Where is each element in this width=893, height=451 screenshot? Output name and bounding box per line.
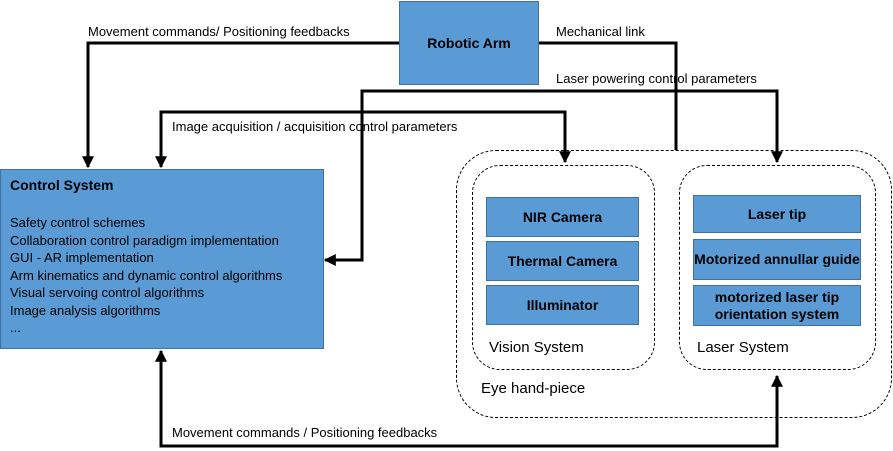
thermal-camera-label: Thermal Camera bbox=[507, 252, 618, 269]
control-system-item: ... bbox=[10, 320, 21, 335]
arm-control-connector bbox=[82, 41, 399, 169]
vision-system-container bbox=[472, 165, 655, 370]
annular-guide-label: Motorized annullar guide bbox=[694, 251, 860, 267]
eye-handpiece-container bbox=[456, 150, 892, 418]
thermal-camera-box: Thermal Camera bbox=[486, 241, 639, 281]
control-system-item: Arm kinematics and dynamic control algor… bbox=[10, 267, 283, 283]
robotic-arm-box: Robotic Arm bbox=[399, 1, 539, 85]
nir-camera-box: NIR Camera bbox=[486, 197, 639, 237]
arm-control-link-label: Movement commands/ Positioning feedbacks bbox=[88, 24, 350, 39]
control-system-item: Visual servoing control algorithms bbox=[10, 285, 205, 300]
illuminator-label: Illuminator bbox=[526, 296, 599, 313]
image-acquisition-link-label: Image acquisition / acquisition control … bbox=[172, 119, 458, 134]
laser-tip-box: Laser tip bbox=[693, 195, 861, 233]
illuminator-box: Illuminator bbox=[486, 285, 639, 325]
control-system-item: GUI - AR implementation bbox=[10, 250, 154, 265]
laser-tip-label: Laser tip bbox=[747, 205, 807, 222]
control-system-item: Safety control schemes bbox=[10, 215, 146, 230]
laser-params-connector bbox=[323, 89, 783, 266]
annular-guide-box: Motorized annullar guide bbox=[693, 239, 861, 280]
nir-camera-label: NIR Camera bbox=[522, 208, 603, 225]
control-system-box: Control System Safety control schemes Co… bbox=[0, 169, 324, 349]
control-system-list: Safety control schemes Collaboration con… bbox=[10, 214, 282, 337]
laser-system-label: Laser System bbox=[697, 339, 789, 356]
orientation-system-label: motorized laser tip orientation system bbox=[714, 288, 840, 322]
image-acquisition-connector bbox=[155, 110, 571, 169]
vision-system-label: Vision System bbox=[489, 339, 584, 356]
eye-handpiece-label: Eye hand-piece bbox=[481, 380, 586, 397]
control-system-title: Control System bbox=[10, 177, 114, 193]
mechanical-link-connector bbox=[539, 41, 678, 150]
orientation-system-box: motorized laser tip orientation system bbox=[693, 285, 861, 326]
robotic-arm-label: Robotic Arm bbox=[427, 34, 511, 51]
mechanical-link-label: Mechanical link bbox=[556, 24, 645, 39]
laser-params-link-label: Laser powering control parameters bbox=[556, 71, 757, 86]
laser-movement-link-label: Movement commands / Positioning feedback… bbox=[172, 425, 438, 440]
laser-system-container bbox=[679, 165, 876, 370]
laser-movement-connector bbox=[155, 349, 783, 448]
control-system-item: Collaboration control paradigm implement… bbox=[10, 232, 279, 248]
control-system-item: Image analysis algorithms bbox=[10, 302, 161, 318]
